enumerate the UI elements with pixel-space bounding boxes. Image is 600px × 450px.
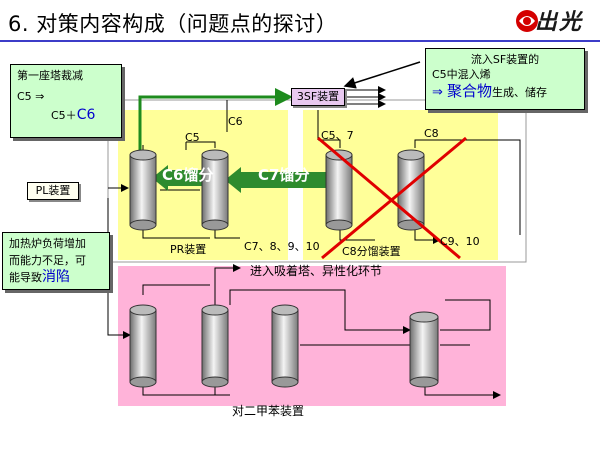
- note-line: 第一座塔裁减: [17, 69, 83, 82]
- label-c7810: C7、8、9、10: [244, 240, 320, 253]
- label-c57: C5、7: [321, 129, 354, 142]
- note-sf-olefin: 流入SF装置的 C5中混入烯 ⇒ 聚合物生成、储存: [425, 48, 585, 110]
- label-c6-top: C6: [228, 115, 243, 128]
- note-line: ⇒ 聚合物生成、储存: [432, 82, 548, 101]
- label-pr-unit: PR装置: [170, 243, 207, 256]
- note-line: 能导致消陷: [9, 269, 70, 285]
- c7-fraction-arrow: [225, 167, 335, 193]
- label-c910: C9、10: [440, 235, 480, 248]
- column-px-4: [409, 311, 439, 388]
- label-c8: C8: [424, 127, 439, 140]
- title-divider: [0, 40, 600, 42]
- unit-pl: PL装置: [27, 182, 79, 200]
- note-line: C5 ⇒: [17, 90, 45, 103]
- column-c57: [325, 149, 353, 231]
- cross-out-mark: [317, 136, 467, 260]
- column-px-3: [271, 304, 299, 388]
- unit-3sf: 3SF装置: [291, 88, 345, 106]
- page-title: 6. 对策内容构成（问题点的探讨）: [8, 12, 338, 36]
- note-heater-load: 加热炉负荷增加 而能力不足，可 能导致消陷: [2, 232, 110, 290]
- note-line: 加热炉负荷增加: [9, 237, 86, 250]
- column-pr-1: [129, 149, 157, 231]
- note-first-column-reduction: 第一座塔裁减 C5 ⇒ C5＋C6: [10, 64, 122, 138]
- column-px-2: [201, 304, 229, 388]
- label-px-unit: 对二甲苯装置: [232, 404, 305, 418]
- label-c6-fraction: C6馏分: [162, 166, 214, 184]
- label-c5-top: C5: [185, 131, 200, 144]
- label-adsorption: 进入吸着塔、异性化环节: [250, 264, 383, 278]
- logo-text: 出光: [535, 9, 584, 35]
- note-line: C5中混入烯: [432, 68, 491, 81]
- company-logo: [516, 10, 538, 32]
- note-line: 流入SF装置的: [470, 53, 540, 66]
- px-zone: [118, 266, 506, 406]
- label-c8split-unit: C8分馏装置: [342, 245, 401, 258]
- note-line: 而能力不足，可: [9, 254, 86, 267]
- label-c7-fraction: C7馏分: [258, 166, 310, 184]
- column-pr-2: [201, 149, 229, 231]
- column-px-1: [129, 304, 157, 388]
- note-line: C5＋C6: [51, 107, 96, 123]
